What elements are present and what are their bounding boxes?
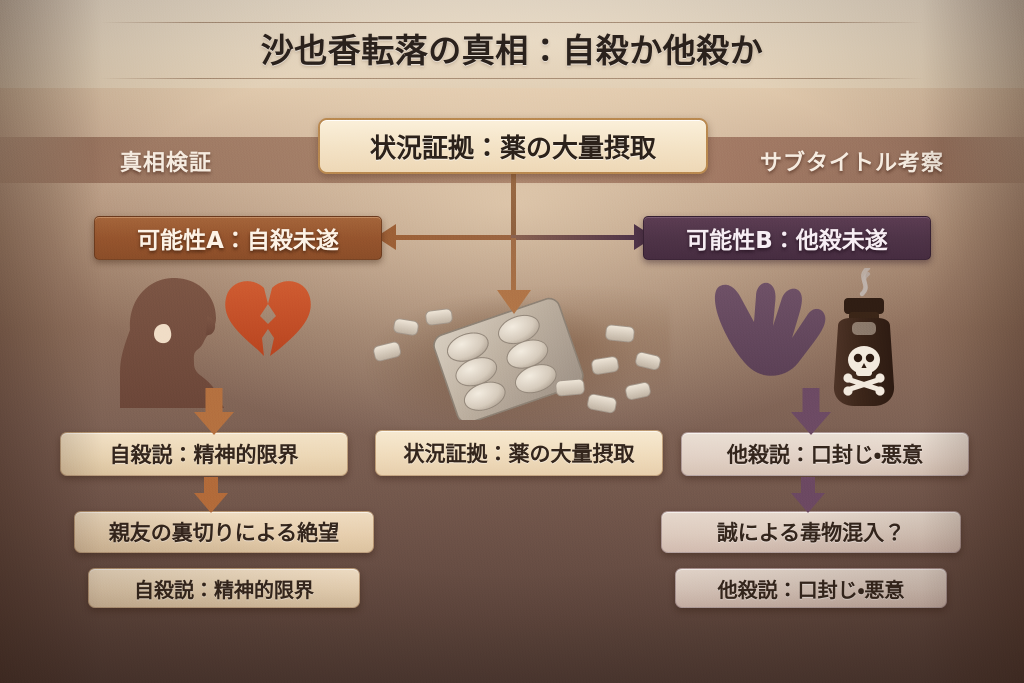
page-title: 沙也香転落の真相：自殺か他殺か xyxy=(260,31,764,70)
connector-horizontal-left xyxy=(392,235,516,240)
possibility-a-box[interactable]: 可能性A：自殺未遂 xyxy=(94,216,382,260)
right-result-1-box[interactable]: 他殺説：口封じ・悪意 xyxy=(681,432,969,476)
connector-vertical-top xyxy=(511,174,516,238)
arrow-down-icon-left-1 xyxy=(194,388,234,435)
header-rule-bottom xyxy=(100,78,924,79)
header-rule-top xyxy=(100,22,924,23)
center-illustration xyxy=(368,296,664,424)
arrow-down-icon-right-1 xyxy=(791,388,831,435)
section-label-right: サブタイトル考察 xyxy=(759,151,944,176)
right-result-2-box[interactable]: 誠による毒物混入？ xyxy=(661,511,961,553)
person-silhouette-icon xyxy=(120,278,224,408)
left-result-3-box[interactable]: 自殺説：精神的限界 xyxy=(88,568,360,608)
left-result-2-box[interactable]: 親友の裏切りによる絶望 xyxy=(74,511,374,553)
connector-vertical-center xyxy=(511,238,516,296)
pill-blister-pack-icon xyxy=(373,297,661,424)
arrow-down-icon-left-2 xyxy=(194,477,228,513)
possibility-b-box[interactable]: 可能性B：他殺未遂 xyxy=(643,216,931,260)
left-result-1-box[interactable]: 自殺説：精神的限界 xyxy=(60,432,348,476)
right-result-3-box[interactable]: 他殺説：口封じ・悪意 xyxy=(675,568,947,608)
left-illustration xyxy=(112,268,322,408)
poison-bottle-skull-icon xyxy=(833,265,895,406)
arrow-down-icon-right-2 xyxy=(791,477,825,513)
broken-heart-icon xyxy=(225,281,311,356)
connector-horizontal-right xyxy=(511,235,635,240)
header-band xyxy=(0,0,1024,88)
evidence-mid-box[interactable]: 状況証拠：薬の大量摂取 xyxy=(375,430,663,476)
reaching-hand-icon xyxy=(714,282,826,376)
right-illustration xyxy=(706,265,932,418)
section-label-left: 真相検証 xyxy=(120,151,213,176)
arrow-down-icon xyxy=(497,290,531,314)
evidence-top-box[interactable]: 状況証拠：薬の大量摂取 xyxy=(318,118,708,174)
